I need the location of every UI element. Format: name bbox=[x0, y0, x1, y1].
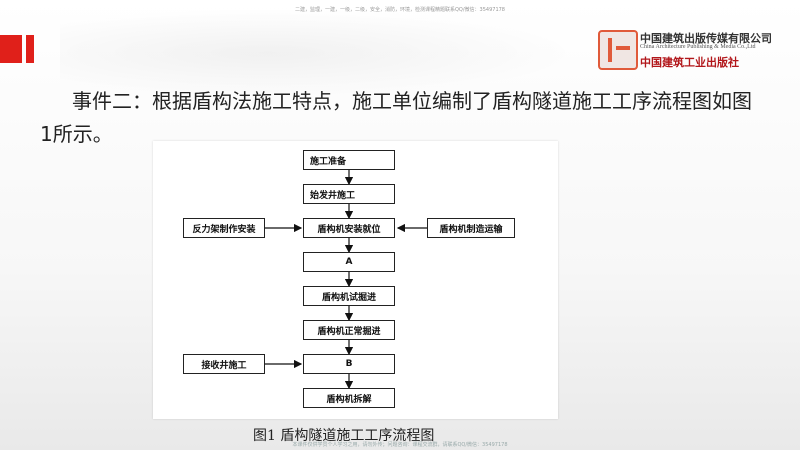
flow-step-6: 盾构机正常掘进 bbox=[303, 320, 395, 340]
flow-step-2: 始发井施工 bbox=[303, 184, 395, 204]
logo-cn-name: 中国建筑出版传媒有限公司 bbox=[640, 32, 772, 45]
flow-step-1: 施工准备 bbox=[303, 150, 395, 170]
question-text-line1: 事件二：根据盾构法施工特点，施工单位编制了盾构隧道施工工序流程图如图 bbox=[72, 89, 752, 113]
flow-side-right-1: 盾构机制造运输 bbox=[427, 218, 515, 238]
logo-en-name: China Architecture Publishing & Media Co… bbox=[640, 44, 756, 50]
top-watermark-note: 二建，监理，一建，一级，二级，安全，消防，环境，检测课程精题联系QQ/微信：35… bbox=[294, 7, 505, 13]
flow-step-3: 盾构机安装就位 bbox=[303, 218, 395, 238]
background-map bbox=[60, 8, 580, 98]
flow-step-8: 盾构机拆解 bbox=[303, 388, 395, 408]
flow-step-5: 盾构机试掘进 bbox=[303, 286, 395, 306]
accent-bar-small bbox=[26, 35, 34, 63]
flow-side-left-2: 接收井施工 bbox=[183, 354, 265, 374]
flowchart-figure: 施工准备 始发井施工 盾构机安装就位 A 盾构机试掘进 盾构机正常掘进 B 盾构… bbox=[153, 141, 558, 419]
figure-caption: 图1 盾构隧道施工工序流程图 bbox=[253, 428, 435, 444]
publisher-logo: 中国建筑出版传媒有限公司 China Architecture Publishi… bbox=[598, 30, 776, 70]
flowchart-arrows bbox=[265, 170, 427, 390]
question-text-line2: 1所示。 bbox=[40, 122, 113, 146]
flow-step-4: A bbox=[303, 252, 395, 272]
flow-step-7: B bbox=[303, 354, 395, 374]
logo-calligraphy: 中国建筑工业出版社 bbox=[640, 56, 739, 69]
flow-side-left-1: 反力架制作安装 bbox=[183, 218, 265, 238]
accent-bar bbox=[0, 35, 22, 63]
logo-icon bbox=[598, 30, 638, 70]
bottom-watermark-note: 本课件仅供学员个人学习之用，请勿外传；问题咨询：课程交流群，请联系QQ/微信：3… bbox=[292, 442, 508, 448]
